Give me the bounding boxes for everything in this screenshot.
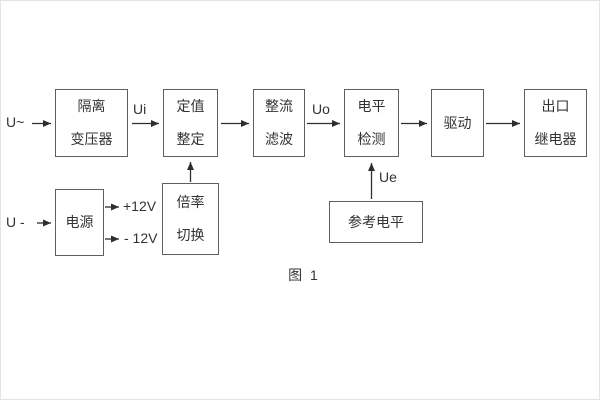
block-reference-level: 参考电平 bbox=[329, 201, 423, 243]
block-rectify-filter: 整流 滤波 bbox=[253, 89, 305, 157]
label-minus-12v: - 12V bbox=[124, 230, 158, 246]
label-ue-signal: Ue bbox=[379, 169, 397, 185]
label-dc-input: U - bbox=[6, 214, 25, 230]
label-ac-input: U~ bbox=[6, 114, 25, 130]
figure-caption: 图 1 bbox=[288, 267, 320, 283]
label-ui-signal: Ui bbox=[133, 101, 147, 117]
block-driver: 驱动 bbox=[431, 89, 484, 157]
block-setting-adjustment: 定值 整定 bbox=[163, 89, 218, 157]
block-ratio-switch: 倍率 切换 bbox=[162, 183, 219, 255]
block-power-supply: 电源 bbox=[55, 189, 104, 256]
block-output-relay: 出口 继电器 bbox=[524, 89, 587, 157]
block-level-detection: 电平 检测 bbox=[344, 89, 399, 157]
label-plus-12v: +12V bbox=[123, 198, 157, 214]
block-isolation-transformer: 隔离 变压器 bbox=[55, 89, 128, 157]
label-uo-signal: Uo bbox=[312, 101, 330, 117]
